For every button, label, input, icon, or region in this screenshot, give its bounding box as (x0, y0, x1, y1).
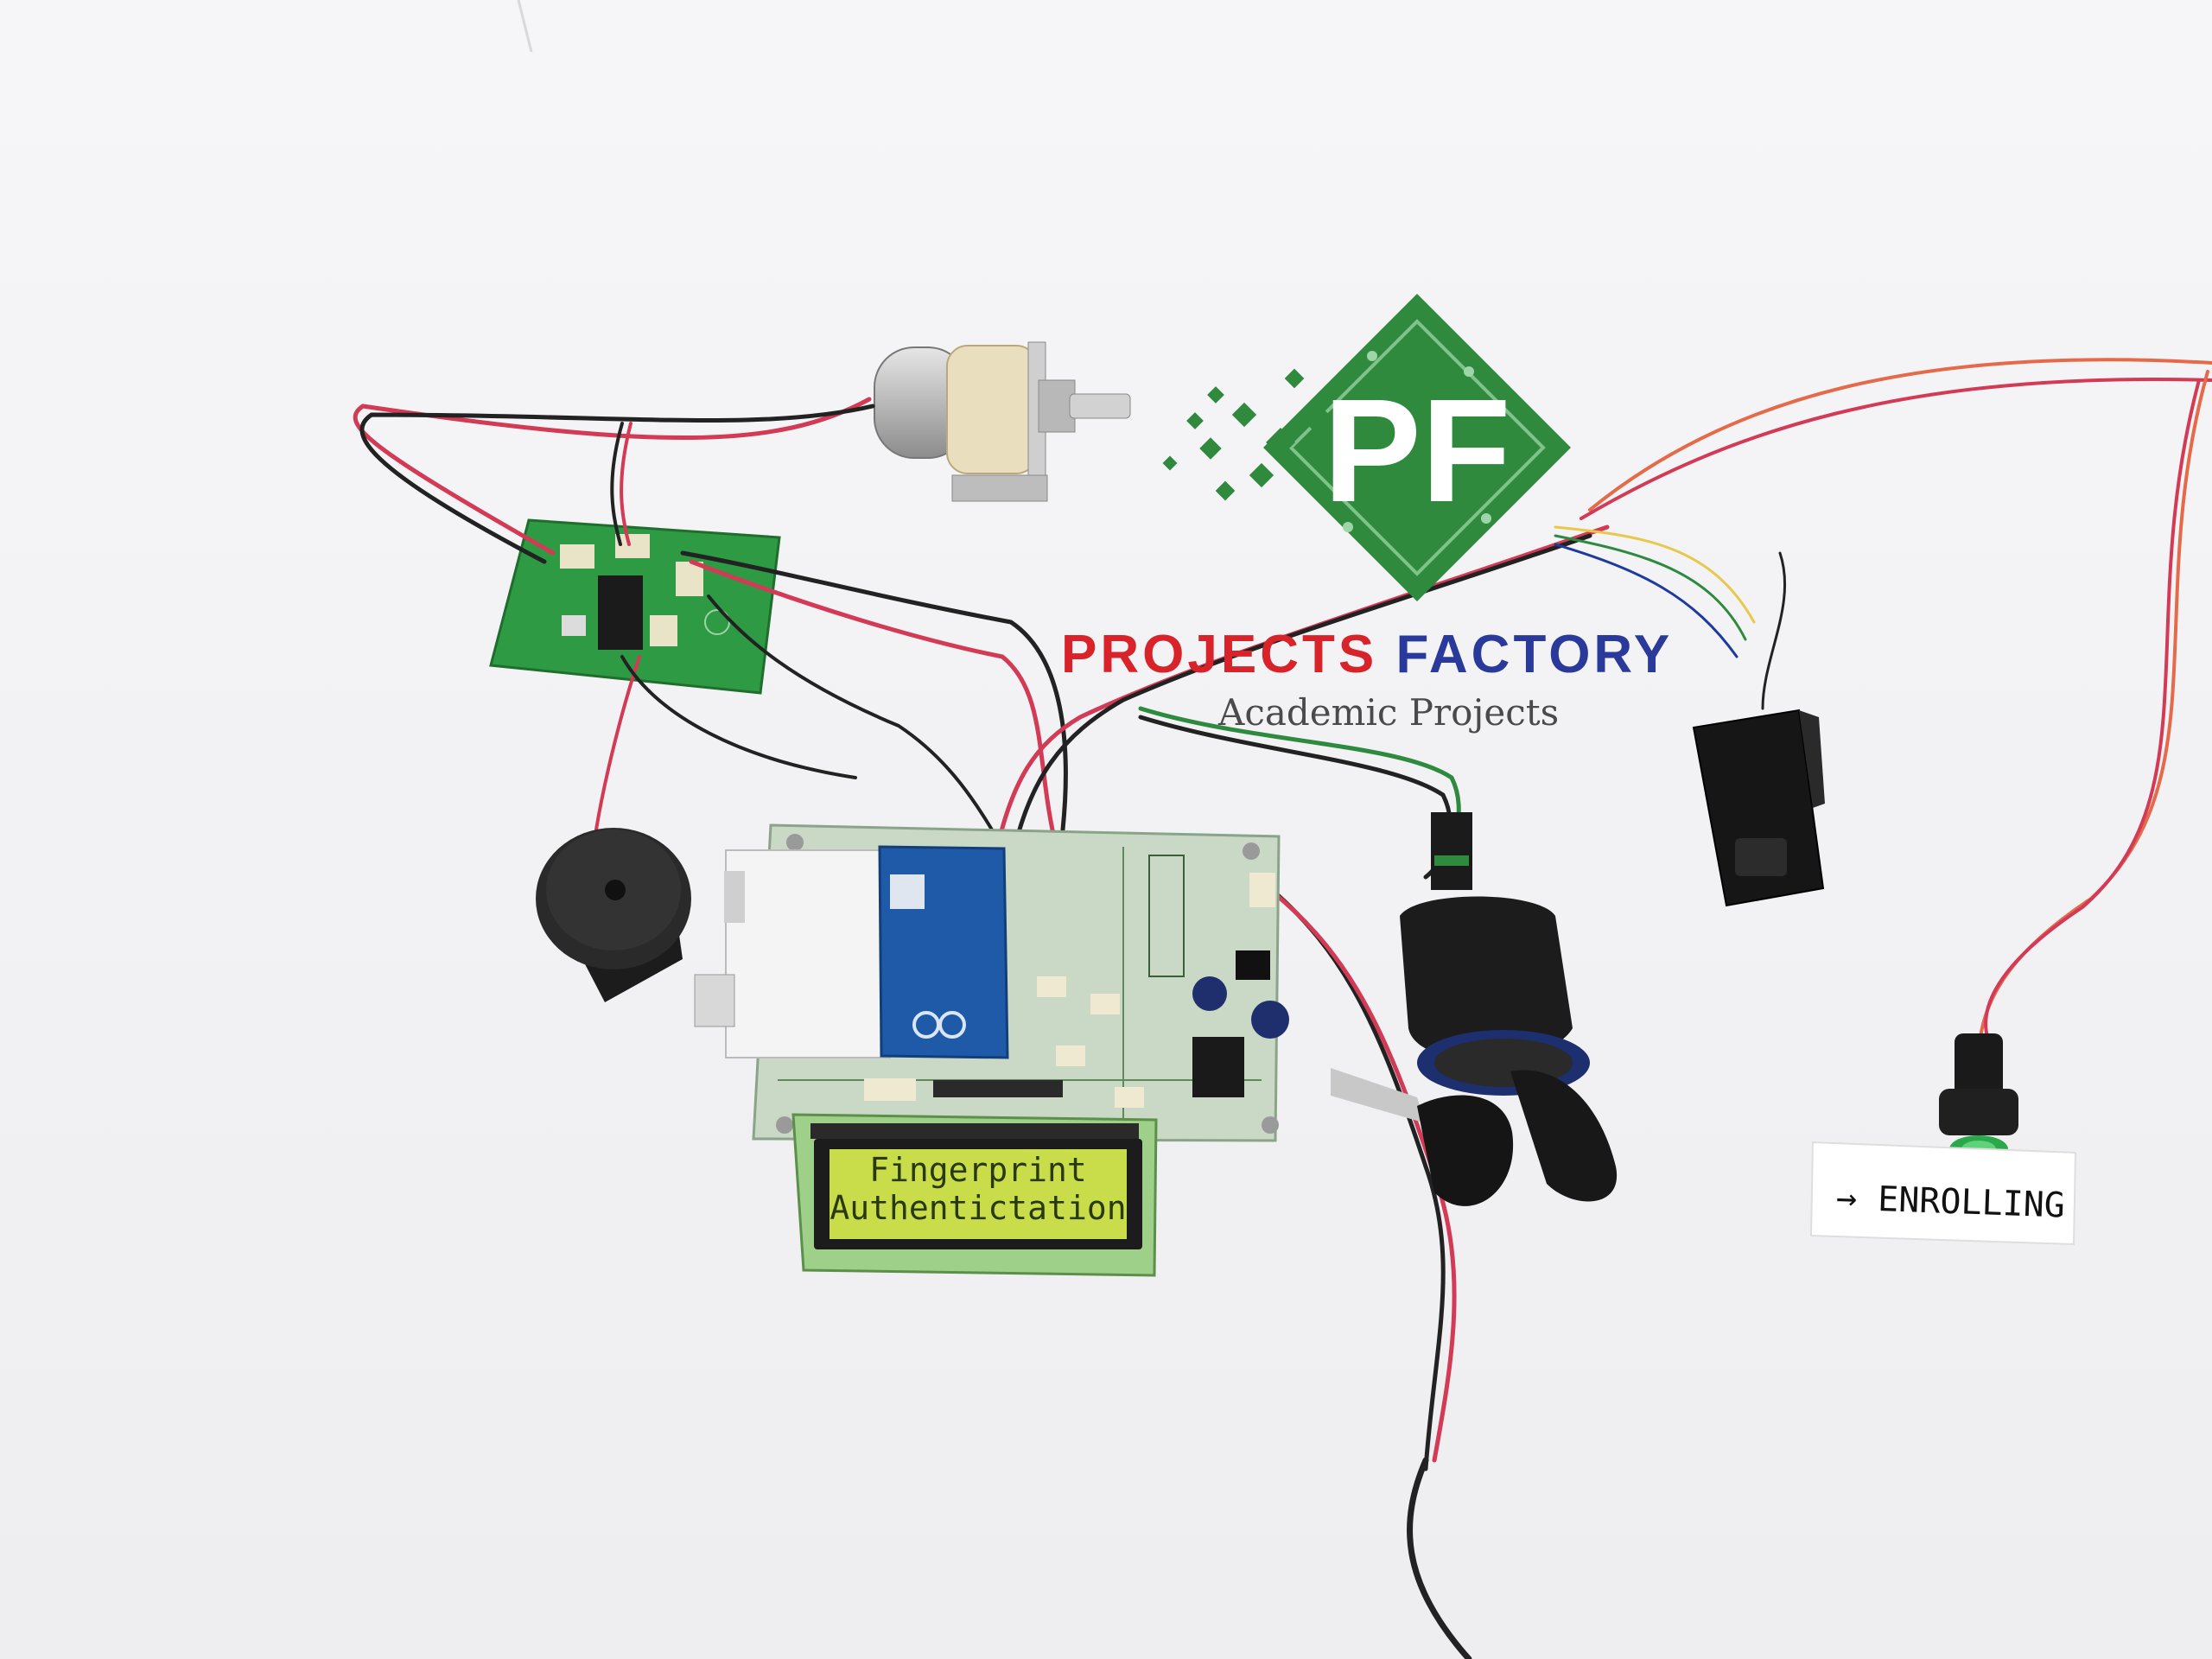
arduino-board (878, 845, 1009, 1059)
lcd-screen (830, 1149, 1127, 1239)
motor-driver-board (489, 518, 781, 695)
background-seam (517, 0, 533, 53)
connector (650, 615, 677, 646)
sensor-window (1735, 838, 1787, 876)
dc-gear-motor (874, 341, 1131, 502)
brand-name: PROJECTS FACTORY (1061, 624, 1796, 685)
connector (676, 562, 703, 596)
capacitor (1251, 1001, 1289, 1039)
connector (864, 1078, 916, 1101)
capacitor (1192, 976, 1227, 1011)
brand-tagline: Academic Projects (1218, 691, 1560, 734)
connector (615, 534, 650, 558)
lcd-line-1: Fingerprint (869, 1151, 1087, 1189)
lcd-module: Fingerprint Authentictation (791, 1113, 1158, 1277)
connector (1037, 976, 1066, 997)
heatsink (1192, 1037, 1244, 1097)
ethernet-shield (694, 849, 891, 1058)
header-pins (933, 1080, 1063, 1097)
connector (1249, 873, 1275, 907)
lcd-line-2: Authentictation (830, 1189, 1126, 1227)
note-card (1809, 1141, 2077, 1246)
logo-letters: PF (1323, 369, 1510, 533)
ignition-lock-with-keys (1331, 812, 1618, 1206)
connector (1090, 994, 1120, 1014)
header-pins (810, 1123, 1139, 1139)
regulator (1236, 950, 1270, 980)
enrolling-label: → ENROLLING (1835, 1178, 2066, 1226)
fingerprint-sensor (1692, 709, 1825, 907)
brand-word-factory: FACTORY (1395, 625, 1674, 684)
brand-word-projects: PROJECTS (1061, 625, 1378, 684)
connector (1115, 1087, 1144, 1108)
connector (562, 615, 586, 636)
wiring (353, 358, 2212, 1659)
ic-chip (598, 575, 643, 650)
connector (560, 544, 594, 569)
logo-pixel-trail (1162, 368, 1332, 501)
projects-factory-logo: PF (1162, 294, 1571, 601)
piezo-buzzer (536, 828, 691, 1002)
connector (1056, 1046, 1085, 1066)
